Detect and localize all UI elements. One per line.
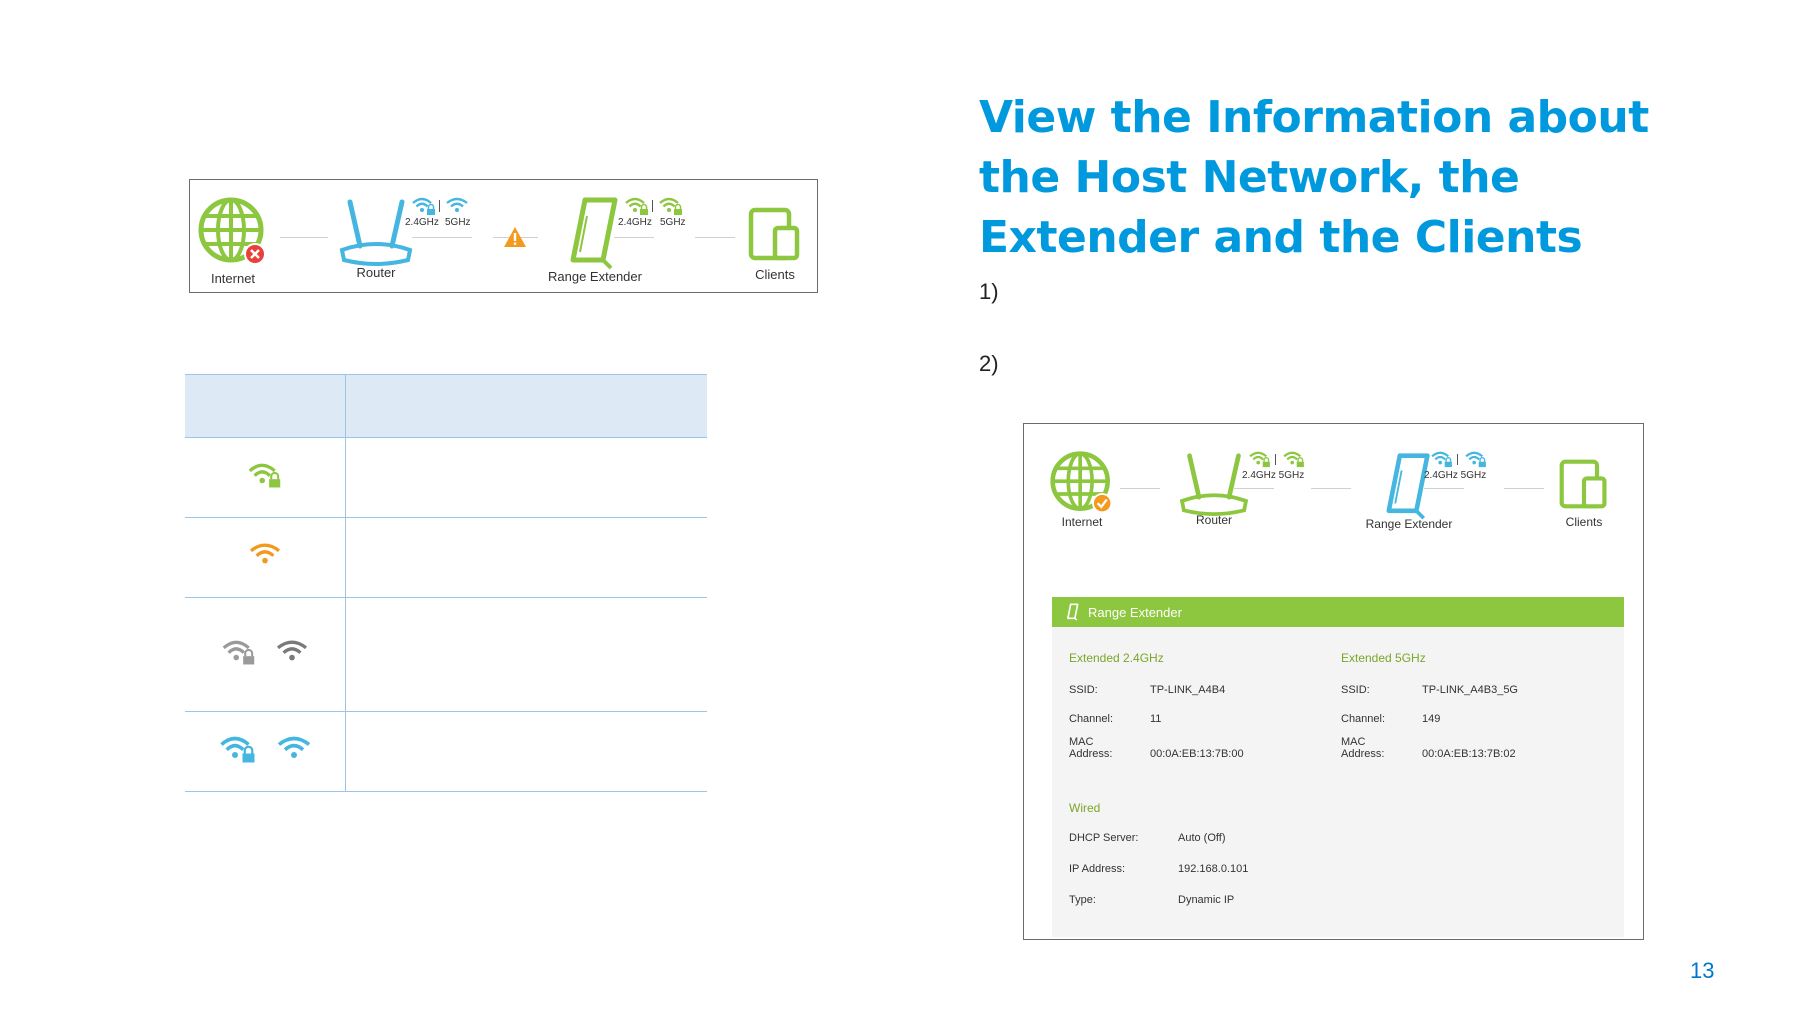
page-title: View the Information about the Host Netw…	[979, 92, 1649, 263]
ssid-label: SSID:	[1341, 684, 1370, 696]
wifi-lock-green-icon	[1249, 451, 1270, 468]
router-label: Router	[1195, 513, 1233, 527]
table-header-cell	[345, 374, 707, 438]
warning-icon[interactable]	[503, 226, 527, 248]
channel-label: Channel:	[1069, 713, 1114, 725]
router-node[interactable]: Router	[1164, 452, 1264, 527]
router-bands-label: 2.4GHz 5GHz	[1242, 470, 1305, 481]
wifi-lock-green-icon	[625, 197, 648, 215]
address-label: Address:	[1069, 748, 1113, 760]
router-band-24-label: 2.4GHz	[405, 217, 439, 228]
ssid-5-value: TP-LINK_A4B3_5G	[1422, 684, 1518, 696]
range-extender-icon	[570, 197, 618, 270]
mac-5-value: 00:0A:EB:13:7B:02	[1422, 748, 1516, 760]
clients-label: Clients	[1565, 515, 1603, 529]
clients-node[interactable]: Clients	[735, 206, 815, 282]
wifi-blue-icon	[446, 197, 468, 212]
wifi-lock-green-icon	[248, 463, 281, 488]
range-extender-icon	[1386, 453, 1430, 520]
channel-5-value: 149	[1422, 713, 1441, 725]
wifi-lock-blue-icon	[1465, 451, 1486, 468]
wifi-orange-icon	[249, 543, 281, 564]
wifi-lock-blue-icon	[1431, 451, 1452, 468]
ssid-24-value: TP-LINK_A4B4	[1150, 684, 1226, 696]
router-icon	[1179, 453, 1249, 516]
wifi-lock-green-icon	[1283, 451, 1304, 468]
table-header-cell	[185, 374, 346, 438]
wifi-gray-icon	[277, 640, 308, 661]
extender-node[interactable]: Range Extender	[530, 196, 660, 284]
table-row	[185, 711, 707, 792]
internet-label: Internet	[1061, 515, 1103, 529]
wired-heading: Wired	[1069, 801, 1101, 815]
ssid-label: SSID:	[1069, 684, 1098, 696]
router-node[interactable]: Router	[326, 198, 426, 280]
extender-bands-label: 2.4GHz 5GHz	[1424, 470, 1487, 481]
channel-24-value: 11	[1150, 713, 1162, 725]
address-label: Address:	[1341, 748, 1385, 760]
extended-5-heading: Extended 5GHz	[1341, 651, 1426, 665]
step-1-marker: 1)	[979, 279, 999, 304]
router-label: Router	[356, 265, 396, 280]
extender-label: Range Extender	[1365, 517, 1453, 531]
table-row	[185, 597, 707, 712]
mac-24-value: 00:0A:EB:13:7B:00	[1150, 748, 1244, 760]
extender-band-5-label: 5GHz	[660, 217, 686, 228]
devices-icon	[748, 207, 800, 261]
wifi-blue-icon	[278, 736, 311, 758]
dhcp-server-label: DHCP Server:	[1069, 832, 1139, 844]
dhcp-server-value: Auto (Off)	[1178, 832, 1226, 844]
network-status-diagram: Internet Router 2.4GHz 5GHz	[189, 179, 818, 293]
range-extender-icon	[1067, 603, 1079, 621]
ip-address-value: 192.168.0.101	[1178, 863, 1249, 875]
step-2-marker: 2)	[979, 351, 999, 376]
clients-node[interactable]: Clients	[1544, 458, 1624, 529]
mac-label: MAC	[1341, 736, 1366, 748]
type-label: Type:	[1069, 894, 1096, 906]
table-row	[185, 517, 707, 598]
table-row	[185, 437, 707, 518]
page-number: 13	[1690, 958, 1715, 983]
panel-header-label: Range Extender	[1088, 604, 1182, 620]
mac-label: MAC	[1069, 736, 1094, 748]
extended-24-heading: Extended 2.4GHz	[1069, 651, 1164, 665]
wifi-lock-green-icon	[659, 197, 682, 215]
internet-node[interactable]: Internet	[1044, 450, 1120, 529]
wifi-lock-gray-icon	[222, 640, 254, 665]
router-band-5-label: 5GHz	[445, 217, 471, 228]
globe-icon	[198, 197, 266, 265]
channel-label: Channel:	[1341, 713, 1386, 725]
clients-label: Clients	[755, 267, 795, 282]
internet-node[interactable]: Internet	[192, 196, 274, 286]
wifi-status-legend-table	[185, 374, 707, 792]
router-icon	[339, 199, 413, 266]
globe-icon	[1050, 451, 1113, 514]
table-header-row	[185, 374, 707, 438]
extender-label: Range Extender	[548, 269, 642, 284]
internet-label: Internet	[210, 271, 256, 286]
extender-node[interactable]: Range Extender	[1344, 452, 1474, 531]
extender-band-24-label: 2.4GHz	[618, 217, 652, 228]
type-value: Dynamic IP	[1178, 894, 1235, 906]
panel-header[interactable]: Range Extender	[1052, 597, 1624, 627]
range-extender-info-panel: Range Extender Extended 2.4GHz SSID: TP-…	[1052, 597, 1624, 937]
wifi-lock-blue-icon	[412, 197, 435, 215]
ip-address-label: IP Address:	[1069, 863, 1126, 875]
wifi-lock-blue-icon	[220, 736, 255, 763]
devices-icon	[1559, 459, 1607, 509]
